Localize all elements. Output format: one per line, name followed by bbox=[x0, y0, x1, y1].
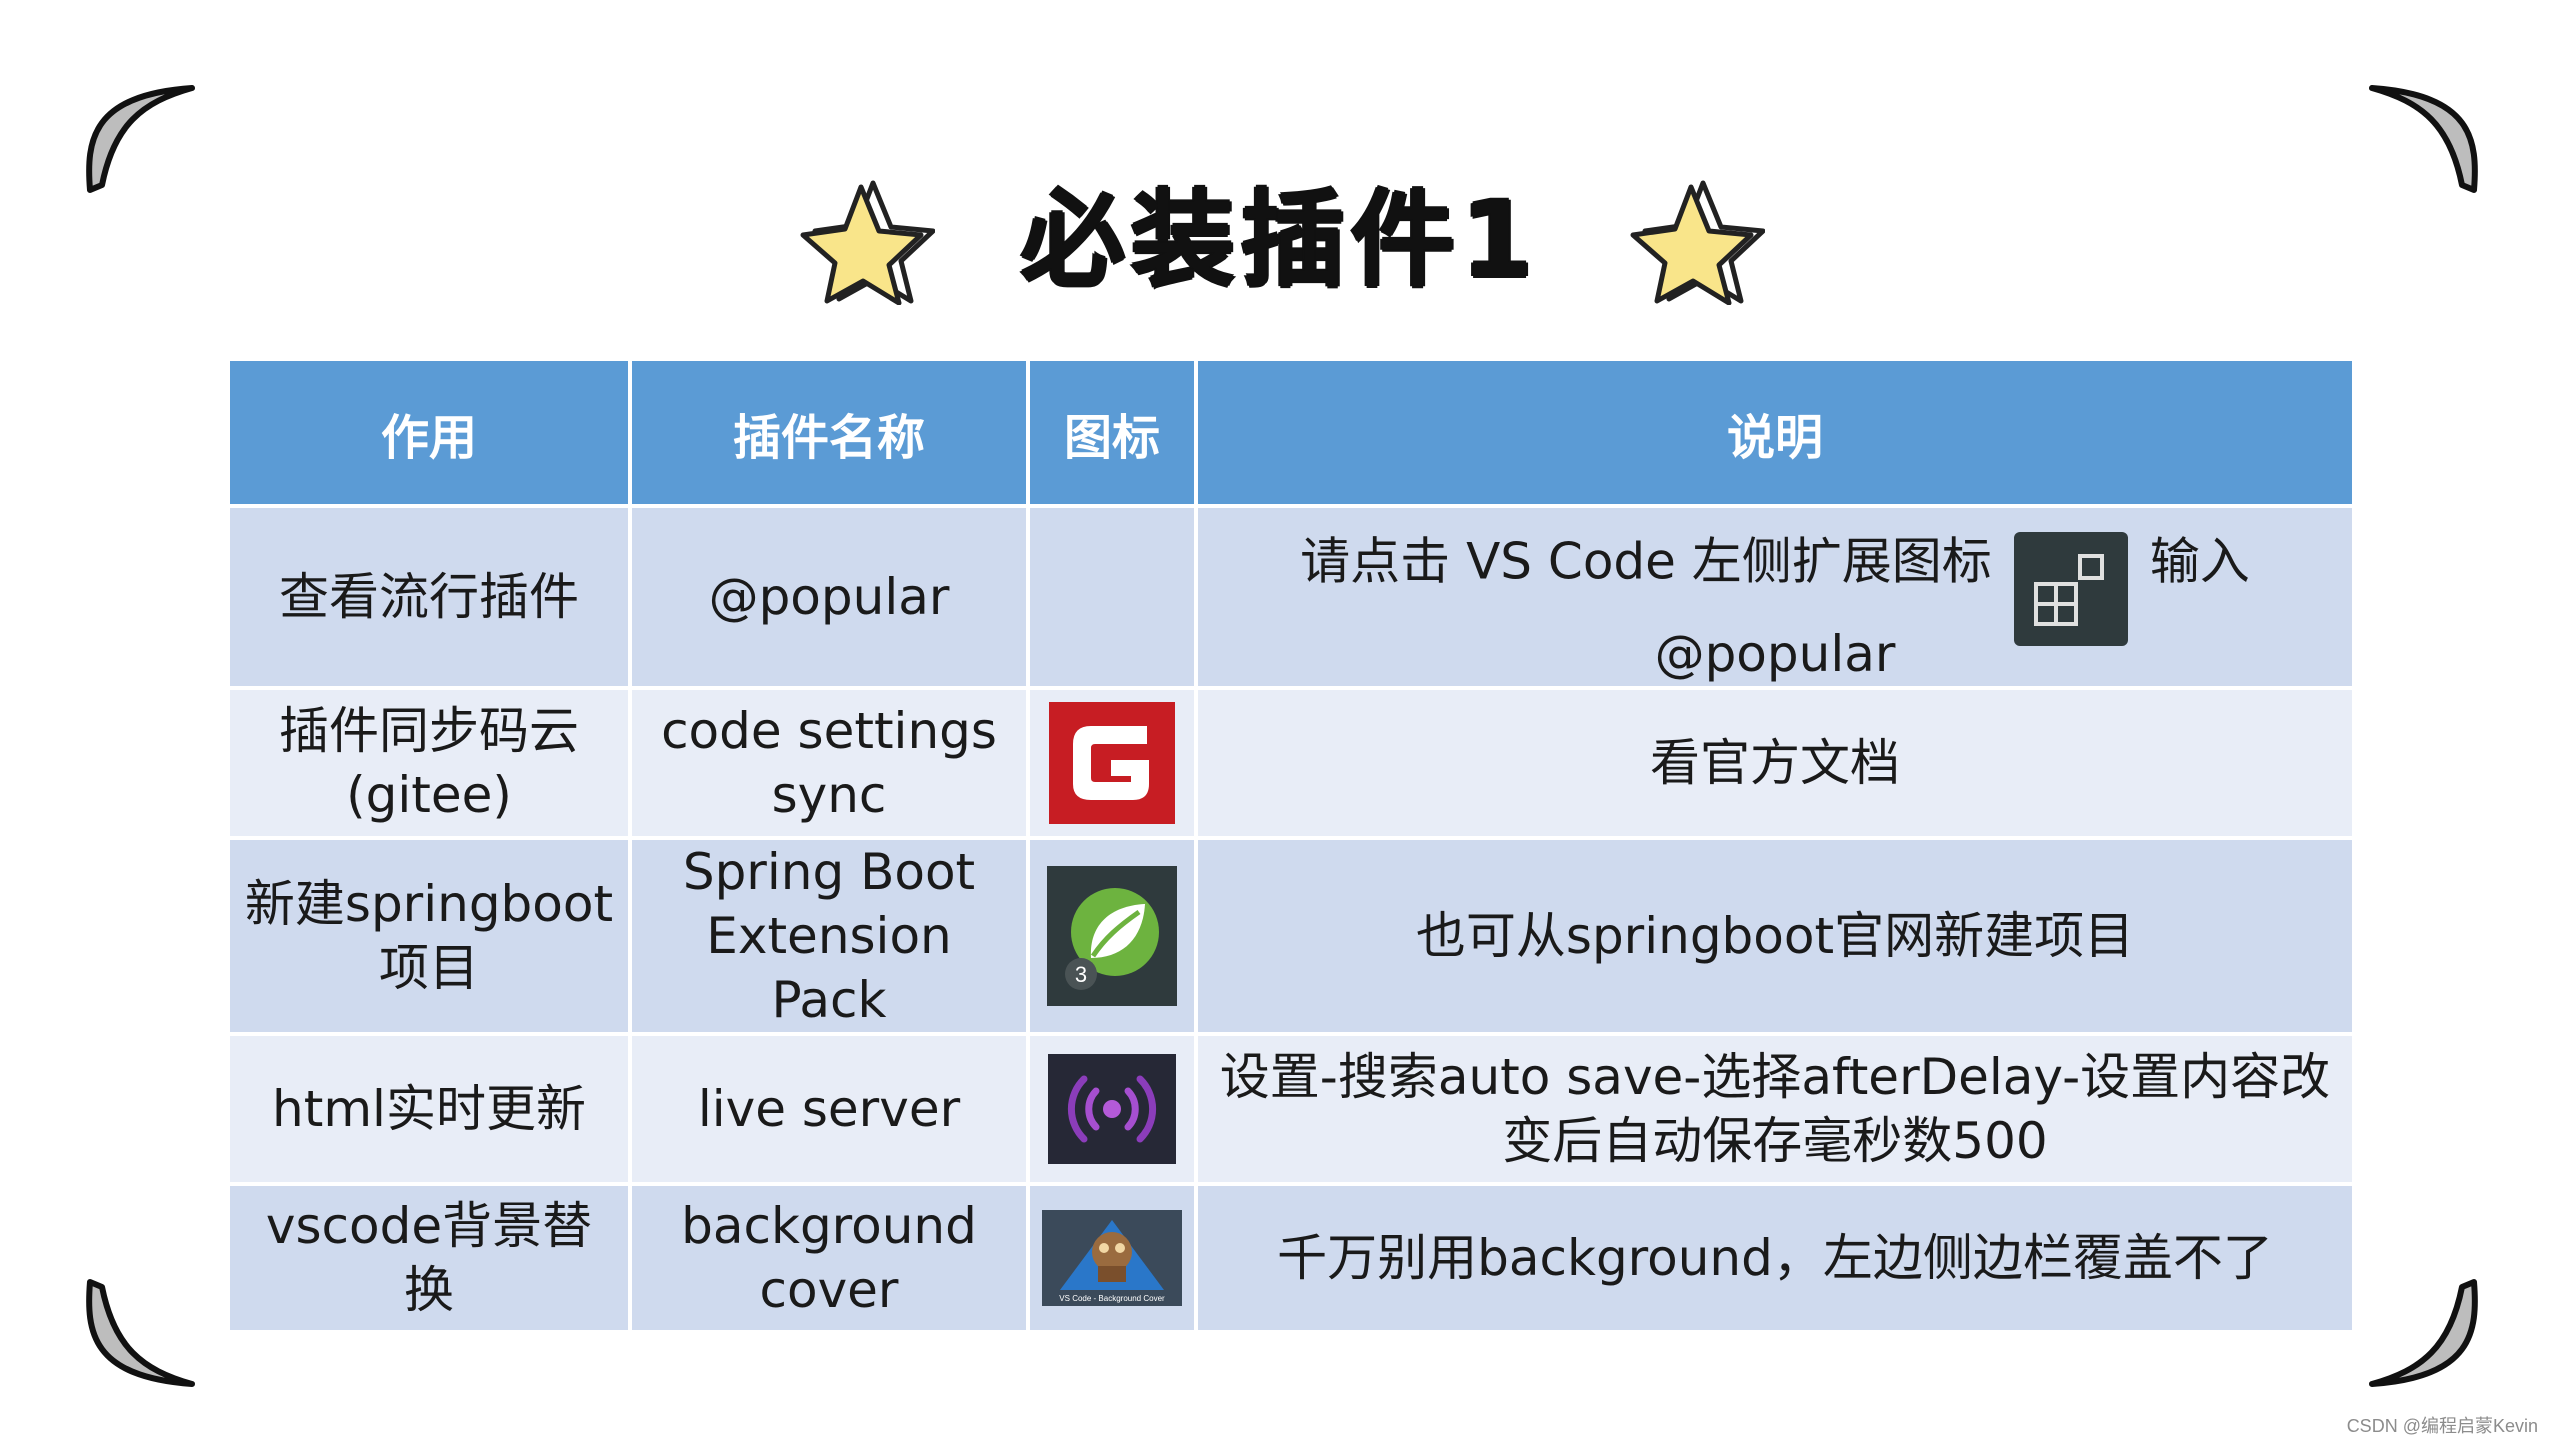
corner-bracket-top-right bbox=[2362, 80, 2482, 200]
star-icon bbox=[795, 175, 935, 305]
table-row: 查看流行插件 @popular 请点击 VS Code 左侧扩展图标输入 @po… bbox=[226, 504, 2356, 690]
cell-purpose: 插件同步码云(gitee) bbox=[226, 686, 632, 840]
cell-purpose: vscode背景替换 bbox=[226, 1182, 632, 1334]
extensions-icon bbox=[2013, 532, 2128, 646]
cell-icon bbox=[1026, 504, 1198, 690]
corner-bracket-bottom-left bbox=[82, 1272, 202, 1392]
cell-plugin-name: live server bbox=[628, 1032, 1030, 1186]
cell-description: 看官方文档 bbox=[1194, 686, 2356, 840]
cell-purpose: 查看流行插件 bbox=[226, 504, 632, 690]
table-row: html实时更新 live server 设置-搜索auto save-选择af… bbox=[226, 1032, 2356, 1186]
title-row: 必装插件1 bbox=[0, 160, 2560, 320]
cell-description: 请点击 VS Code 左侧扩展图标输入 @popular bbox=[1194, 504, 2356, 690]
cell-plugin-name: code settings sync bbox=[628, 686, 1030, 840]
cell-plugin-name: Spring Boot Extension Pack bbox=[628, 836, 1030, 1036]
cell-description: 设置-搜索auto save-选择afterDelay-设置内容改变后自动保存毫… bbox=[1194, 1032, 2356, 1186]
cell-icon: 3 bbox=[1026, 836, 1198, 1036]
header-icon: 图标 bbox=[1026, 357, 1198, 508]
star-icon bbox=[1625, 175, 1766, 305]
table-header-row: 作用 插件名称 图标 说明 bbox=[226, 357, 2356, 508]
background-cover-icon: VS Code - Background Cover bbox=[1042, 1210, 1182, 1306]
gitee-icon bbox=[1049, 702, 1175, 824]
svg-text:VS Code - Background Cover: VS Code - Background Cover bbox=[1059, 1294, 1165, 1303]
cell-description: 也可从springboot官网新建项目 bbox=[1194, 836, 2356, 1036]
watermark: CSDN @编程启蒙Kevin bbox=[2346, 1416, 2538, 1436]
plugins-table: 作用 插件名称 图标 说明 查看流行插件 @popular 请点击 VS Cod… bbox=[226, 357, 2356, 1334]
cell-purpose: 新建springboot项目 bbox=[226, 836, 632, 1036]
corner-bracket-top-left bbox=[82, 80, 202, 200]
spring-boot-icon: 3 bbox=[1047, 866, 1177, 1006]
page-title: 必装插件1 bbox=[1020, 179, 1540, 301]
cell-description: 千万别用background，左边侧边栏覆盖不了 bbox=[1194, 1182, 2356, 1334]
cell-icon: VS Code - Background Cover bbox=[1026, 1182, 1198, 1334]
header-plugin-name: 插件名称 bbox=[628, 357, 1030, 508]
table-row: vscode背景替换 background cover VS Code - Ba… bbox=[226, 1182, 2356, 1334]
header-purpose: 作用 bbox=[226, 357, 632, 508]
cell-icon bbox=[1026, 1032, 1198, 1186]
cell-icon bbox=[1026, 686, 1198, 840]
header-description: 说明 bbox=[1194, 357, 2356, 508]
corner-bracket-bottom-right bbox=[2362, 1272, 2482, 1392]
cell-plugin-name: @popular bbox=[628, 504, 1030, 690]
table-row: 新建springboot项目 Spring Boot Extension Pac… bbox=[226, 836, 2356, 1036]
live-server-icon bbox=[1048, 1054, 1176, 1164]
cell-plugin-name: background cover bbox=[628, 1182, 1030, 1334]
cell-purpose: html实时更新 bbox=[226, 1032, 632, 1186]
note-text-part1: 请点击 VS Code 左侧扩展图标 bbox=[1300, 532, 1992, 591]
note-text-part2: 输入 @popular bbox=[1654, 532, 2250, 684]
table-row: 插件同步码云(gitee) code settings sync 看官方文档 bbox=[226, 686, 2356, 840]
svg-text:3: 3 bbox=[1075, 962, 1087, 987]
